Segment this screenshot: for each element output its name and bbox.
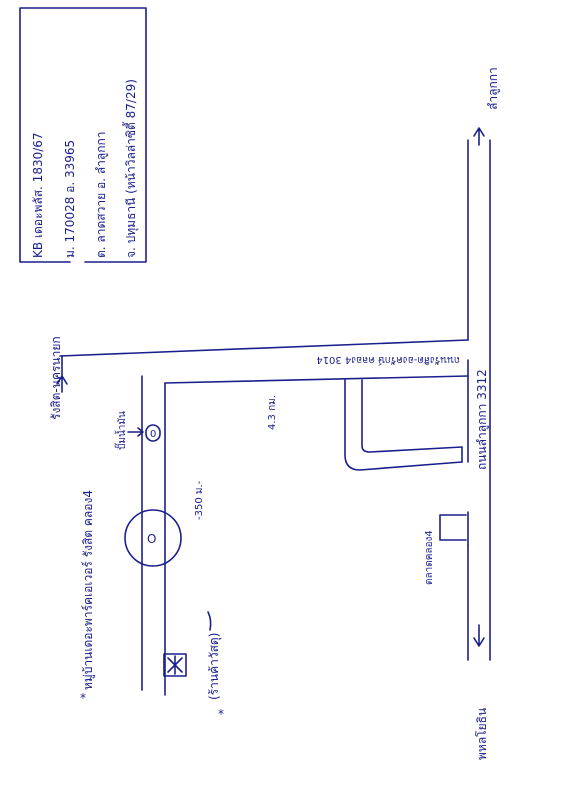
address-line-1: KB เดอะพลัส. 1830/67	[31, 132, 45, 258]
label-shop: (ร้านค้าวัสดุ)	[207, 633, 222, 700]
address-line-2: ม. 170028 อ. 33965	[63, 140, 77, 258]
market-khlong4-marker	[439, 514, 467, 541]
label-road-3014: ถนนรังสิต-องครักษ์ คลอง4 3014	[316, 354, 460, 366]
label-gas-station: ปั๊มน้ำมัน	[114, 411, 128, 450]
label-village: หมู่บ้านเดอะพาร์คเอเวอร์ รังสิต คลอง4	[81, 490, 96, 690]
address-box-border	[19, 7, 147, 263]
road-3014-bottom-edge	[164, 375, 469, 384]
shop-pointer	[207, 611, 212, 631]
address-line-3: ต. ลาดสวาย อ. ลำลูกกา	[94, 131, 109, 258]
shop-box-cross	[167, 655, 183, 675]
shop-box	[163, 653, 187, 677]
gas-station-arrow	[127, 427, 144, 437]
label-market-khlong4: ตลาดคลอง4	[424, 530, 435, 585]
roundabout-label: O	[147, 532, 156, 546]
label-rangsit-nakhonnayok: รังสิต-นครนายก	[49, 336, 63, 420]
road-3014-top-edge	[59, 339, 469, 357]
roundabout	[124, 509, 182, 567]
star-village: *	[80, 691, 86, 705]
arrow-up-lamlukka	[473, 127, 485, 146]
address-box: KB เดอะพลัส. 1830/67 ม. 170028 อ. 33965 …	[31, 79, 139, 258]
arrow-down-phahon	[473, 624, 485, 647]
address-line-4: จ. ปทุมธานี (หน้าวิลล่าซิตี้ 87/29)	[122, 79, 139, 258]
distance-4-3km: 4.3 กม.	[267, 395, 278, 430]
label-road-3312: ถนนลำลูกกา 3312	[475, 369, 490, 470]
branch-road	[344, 379, 463, 471]
gas-station-icon: 0	[150, 429, 156, 440]
label-lamlukka-top: ลำลูกกา	[486, 67, 501, 110]
label-phahonyothin: พหลโยธิน	[475, 708, 489, 760]
star-shop: *	[218, 707, 224, 721]
gas-station-marker	[145, 424, 161, 442]
distance-350m: -350 ม.-	[194, 480, 205, 520]
